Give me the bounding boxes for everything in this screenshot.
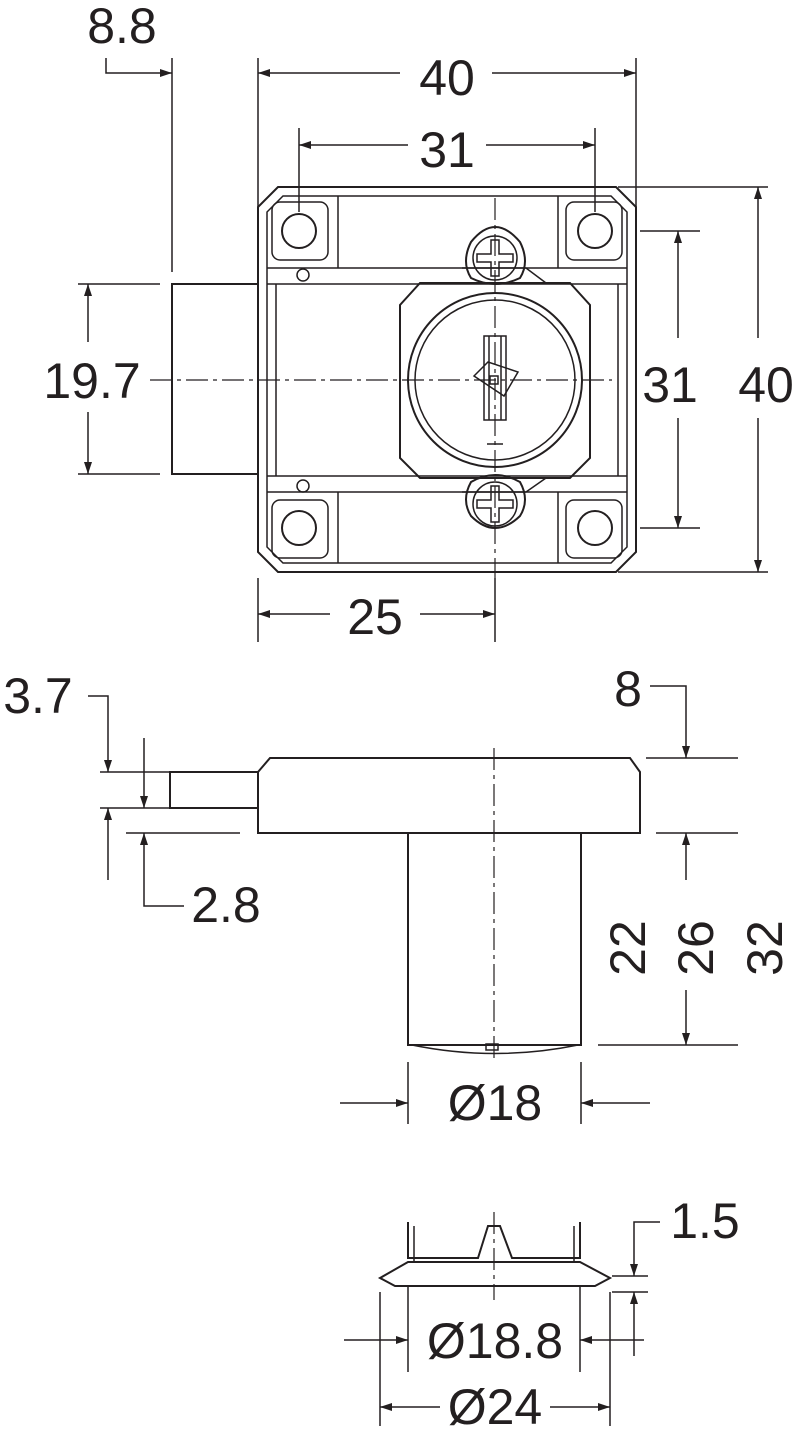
dim-label-cylinder-plus-plate: 26 xyxy=(668,920,724,976)
dim-label-inner-diameter: Ø18.8 xyxy=(427,1313,563,1369)
dim-label-bolt-gap: 2.8 xyxy=(191,877,261,933)
dim-label-body-height: 40 xyxy=(738,357,794,413)
dim-label-cylinder-length: 22 xyxy=(600,920,656,976)
cap-view: 1.5 Ø18.8 Ø24 xyxy=(344,1193,740,1430)
pin-bottom xyxy=(296,479,310,493)
dim-label-screw-spacing-vertical: 31 xyxy=(642,357,698,413)
dim-label-bolt-thickness: 3.7 xyxy=(3,668,73,724)
dim-label-body-width: 40 xyxy=(419,50,475,106)
dim-label-cylinder-diameter: Ø18 xyxy=(448,1075,543,1131)
mounting-hole-top-left xyxy=(271,201,329,261)
bolt-outline xyxy=(171,283,259,475)
lock-body-outline xyxy=(257,186,637,573)
cylinder-housing xyxy=(399,282,591,479)
side-view: 3.7 2.8 8 22 26 32 Ø18 xyxy=(3,661,793,1131)
dim-label-outer-diameter: Ø24 xyxy=(448,1379,543,1430)
dim-label-plate-thickness: 8 xyxy=(614,661,642,717)
side-plate xyxy=(257,757,641,834)
mounting-hole-bottom-right xyxy=(565,499,623,559)
dim-label-backset: 25 xyxy=(347,589,403,645)
dim-label-bolt-height: 19.7 xyxy=(43,353,140,409)
cap-flange xyxy=(377,1261,613,1287)
mounting-hole-top-right xyxy=(565,201,623,261)
dim-label-flange-thickness: 1.5 xyxy=(670,1193,740,1249)
front-view: 8.8 40 31 19.7 31 40 25 xyxy=(43,0,793,645)
dim-label-total-length: 32 xyxy=(737,920,793,976)
dim-label-screw-spacing: 31 xyxy=(419,122,475,178)
mounting-hole-bottom-left xyxy=(271,499,329,559)
side-bolt xyxy=(169,771,259,809)
screw-bottom-icon xyxy=(465,474,526,529)
dim-label-bolt-offset: 8.8 xyxy=(87,0,157,54)
pin-top xyxy=(296,268,310,282)
lock-body-inner-outline xyxy=(266,195,628,564)
